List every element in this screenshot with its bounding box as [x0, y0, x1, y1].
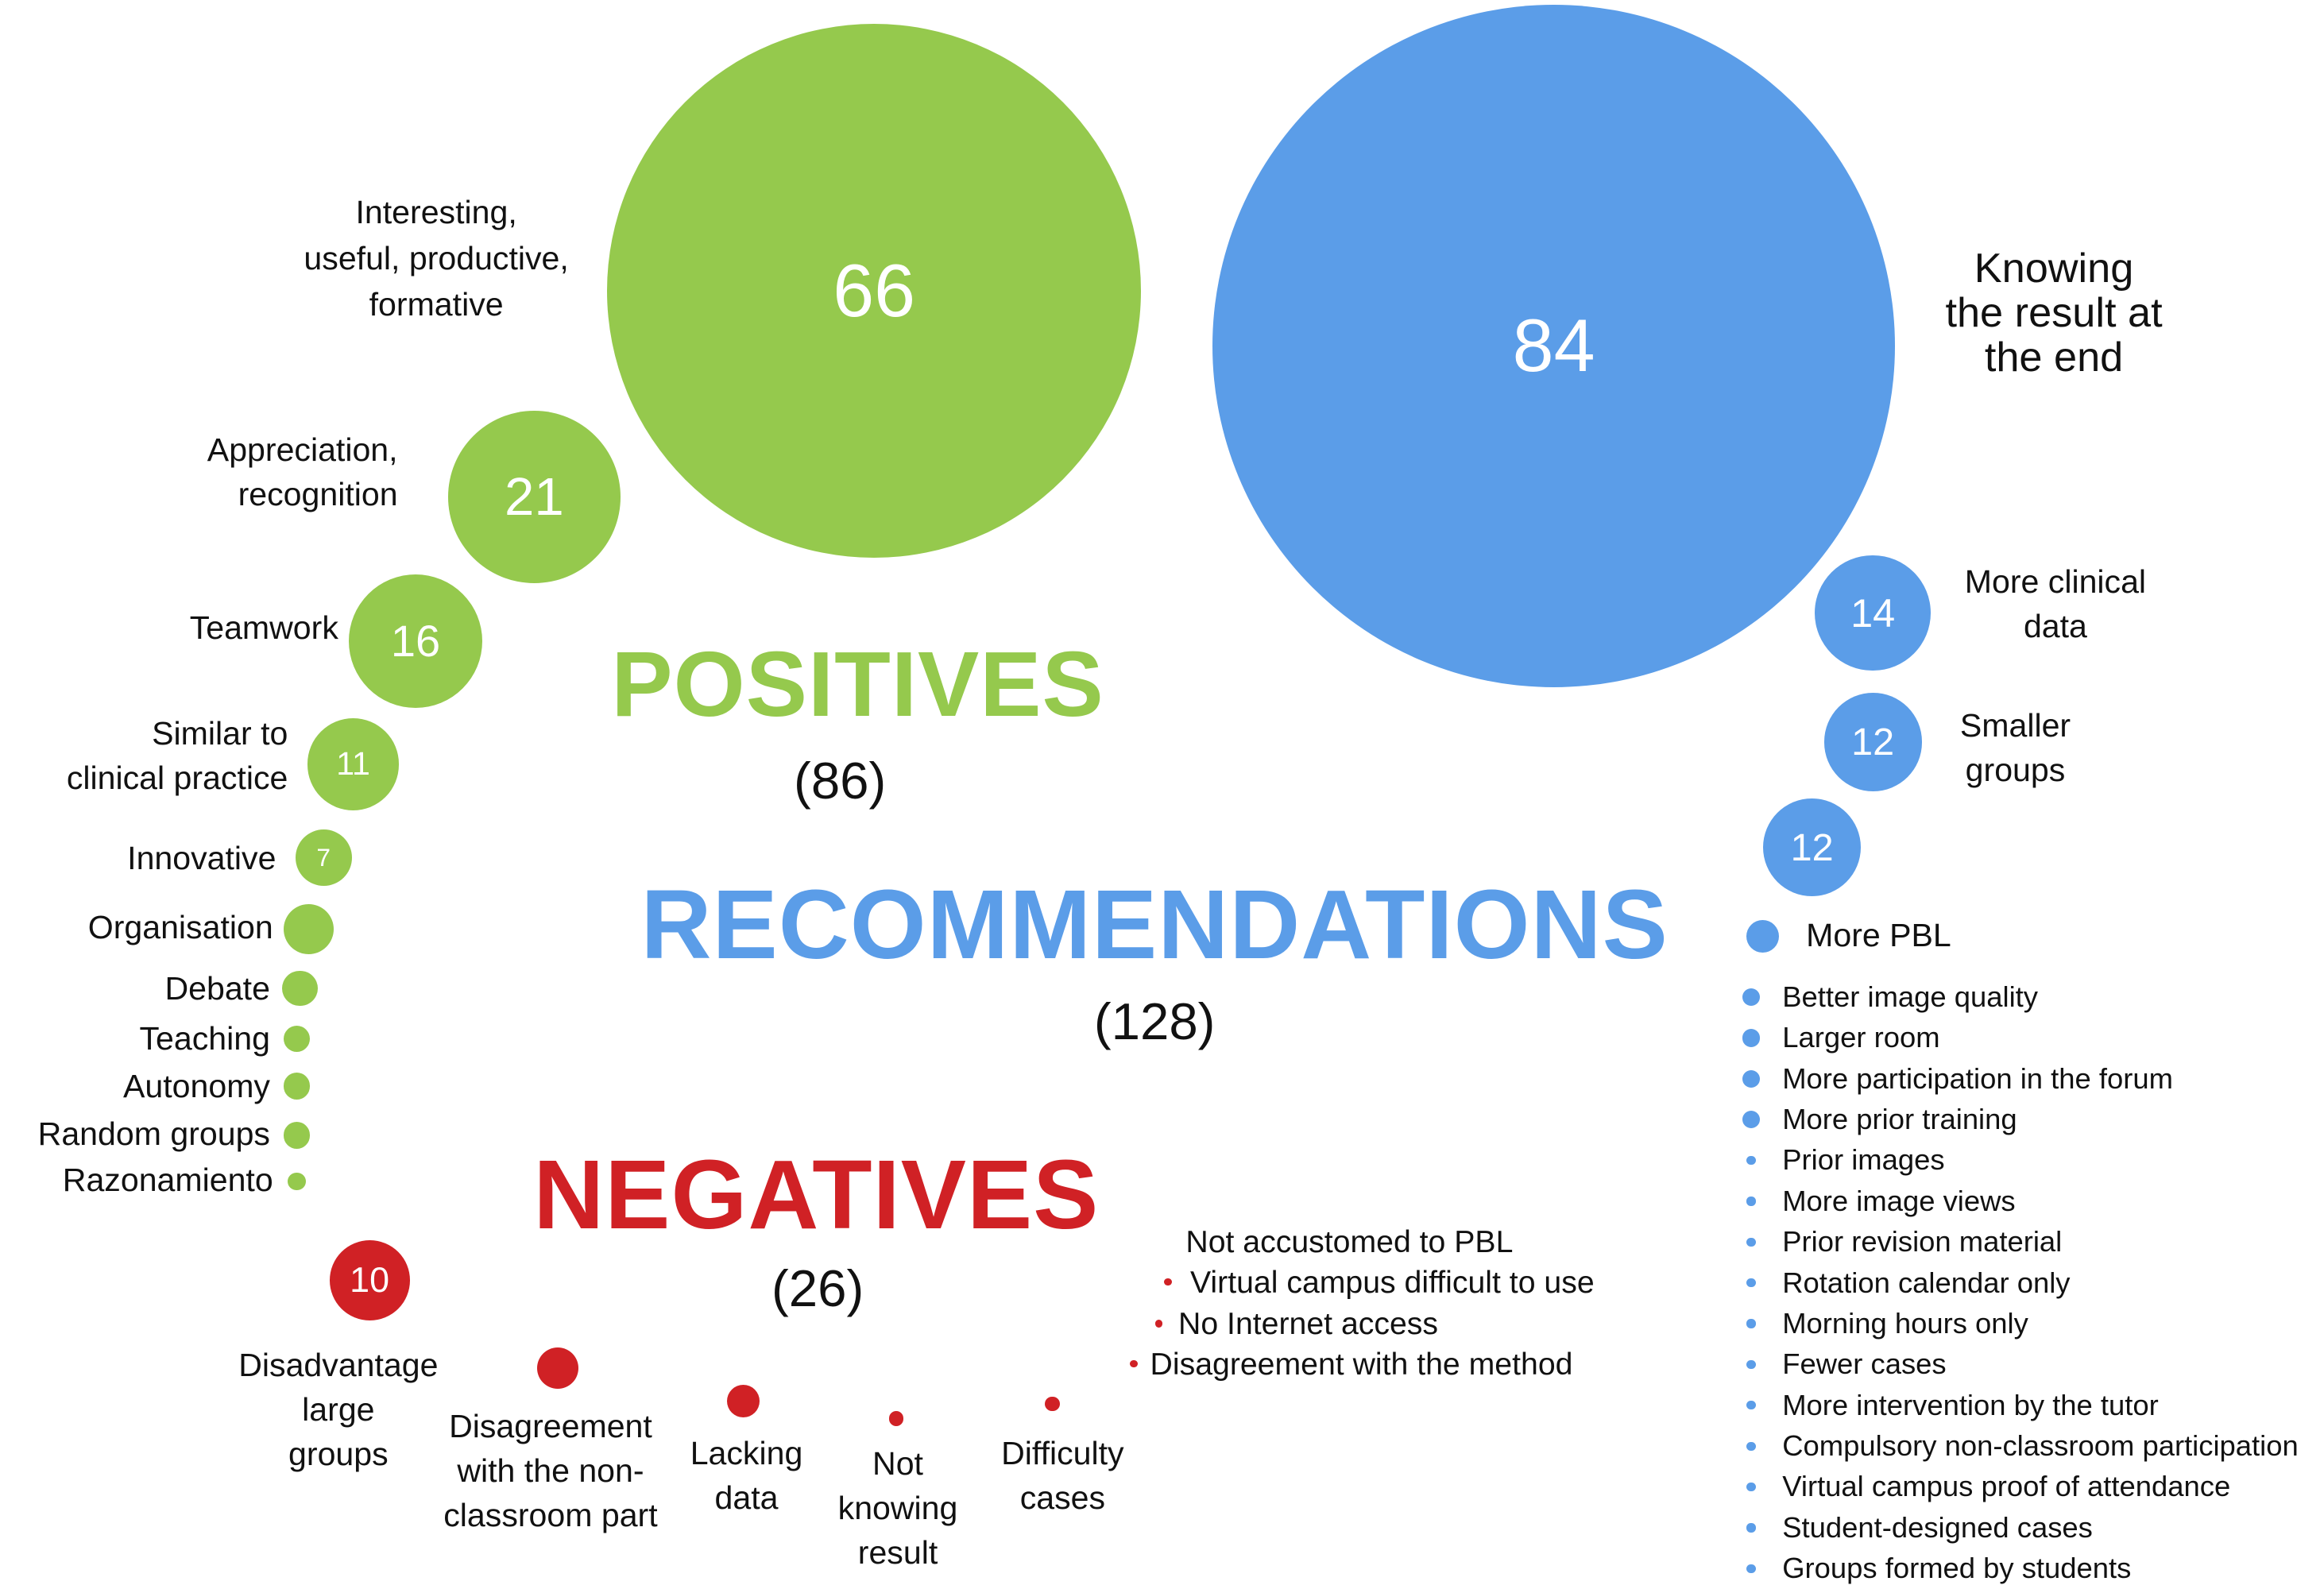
recommendation-list-item: More prior training	[1782, 1103, 2017, 1136]
positive-bubble: 11	[307, 718, 400, 810]
recommendations-title: RECOMMENDATIONS	[640, 869, 1669, 980]
recommendation-list-dot	[1742, 1111, 1761, 1129]
recommendation-bubble	[1746, 920, 1780, 953]
positive-label: Teaching	[139, 1020, 270, 1057]
recommendation-bubble: 14	[1815, 555, 1932, 671]
recommendation-list-dot	[1746, 1237, 1756, 1247]
recommendation-list-dot	[1742, 988, 1761, 1007]
negatives-count: (26)	[771, 1258, 864, 1317]
positive-bubble	[283, 1073, 311, 1100]
negative-list-item: Disagreement with the method	[1150, 1346, 1573, 1382]
recommendation-list-item: Larger room	[1782, 1021, 1940, 1054]
positive-bubble: 21	[448, 411, 621, 584]
negatives-title: NEGATIVES	[533, 1139, 1100, 1250]
positive-bubble: 7	[295, 829, 352, 887]
recommendation-label: More PBL	[1806, 916, 1951, 953]
recommendation-list-item: Rotation calendar only	[1782, 1266, 2071, 1299]
recommendation-list-item: Prior images	[1782, 1143, 1945, 1177]
recommendation-list-dot	[1742, 1069, 1761, 1088]
recommendation-list-item: More intervention by the tutor	[1782, 1388, 2159, 1421]
recommendation-list-item: More image views	[1782, 1184, 2016, 1217]
negative-list-item: Not accustomed to PBL	[1185, 1224, 1514, 1260]
recommendation-list-item: Virtual campus proof of attendance	[1782, 1470, 2231, 1503]
recommendation-list-dot	[1746, 1278, 1756, 1288]
positive-bubble: 16	[348, 574, 483, 708]
negative-bubble	[1044, 1396, 1060, 1412]
positive-label: Autonomy	[123, 1068, 270, 1105]
positive-label: Appreciation,recognition	[207, 431, 398, 512]
positive-label: Organisation	[87, 909, 273, 946]
positive-label: Innovative	[127, 839, 276, 876]
positive-bubble	[283, 903, 334, 954]
positive-bubble	[283, 1122, 311, 1149]
negative-bubble	[888, 1411, 904, 1426]
positive-bubble	[281, 970, 318, 1007]
positive-label: Random groups	[37, 1115, 270, 1152]
recommendation-list-dot	[1746, 1482, 1756, 1492]
negative-bubble	[727, 1384, 760, 1417]
recommendation-list-dot	[1742, 1029, 1761, 1047]
negative-bubble	[537, 1347, 579, 1390]
negative-list-dot	[1155, 1320, 1163, 1328]
recommendation-list-item: Morning hours only	[1782, 1306, 2028, 1340]
positives-count: (86)	[794, 752, 887, 810]
recommendation-bubble: 84	[1212, 4, 1896, 687]
recommendation-list-item: More participation in the forum	[1782, 1061, 2173, 1095]
recommendation-list-item: Better image quality	[1782, 980, 2038, 1014]
positives-title: POSITIVES	[611, 632, 1104, 736]
recommendation-list-dot	[1746, 1156, 1756, 1166]
recommendation-list-dot	[1746, 1564, 1756, 1573]
recommendation-bubble: 12	[1762, 798, 1862, 897]
recommendation-list-dot	[1746, 1523, 1756, 1533]
recommendation-list-dot	[1746, 1319, 1756, 1328]
negative-list-item: No Internet access	[1178, 1306, 1439, 1342]
recommendations-count: (128)	[1093, 992, 1216, 1050]
recommendation-list-dot	[1746, 1441, 1756, 1451]
positive-bubble: 66	[606, 23, 1142, 559]
recommendation-list-dot	[1746, 1359, 1756, 1370]
recommendation-list-item: Student-designed cases	[1782, 1510, 2093, 1544]
recommendation-list-item: Fewer cases	[1782, 1347, 1947, 1381]
negative-list-item: Virtual campus difficult to use	[1189, 1264, 1595, 1300]
negative-list-dot	[1164, 1278, 1172, 1286]
recommendation-list-item: Groups formed by students	[1782, 1552, 2132, 1585]
recommendation-list-item: Prior revision material	[1782, 1225, 2063, 1258]
recommendation-list-dot	[1746, 1401, 1756, 1410]
positive-label: Debate	[164, 969, 270, 1007]
positive-label: Razonamiento	[62, 1161, 273, 1198]
positive-bubble	[288, 1172, 306, 1190]
recommendation-list-dot	[1746, 1197, 1756, 1206]
positive-bubble	[283, 1025, 311, 1053]
positive-label: Teamwork	[189, 609, 338, 647]
negative-list-dot	[1130, 1359, 1138, 1368]
negative-bubble: 10	[329, 1240, 410, 1321]
recommendation-bubble: 12	[1823, 693, 1922, 791]
positive-label: Interesting,useful, productive,formative	[304, 194, 569, 323]
recommendation-list-item: Compulsory non-classroom participation	[1782, 1429, 2299, 1463]
